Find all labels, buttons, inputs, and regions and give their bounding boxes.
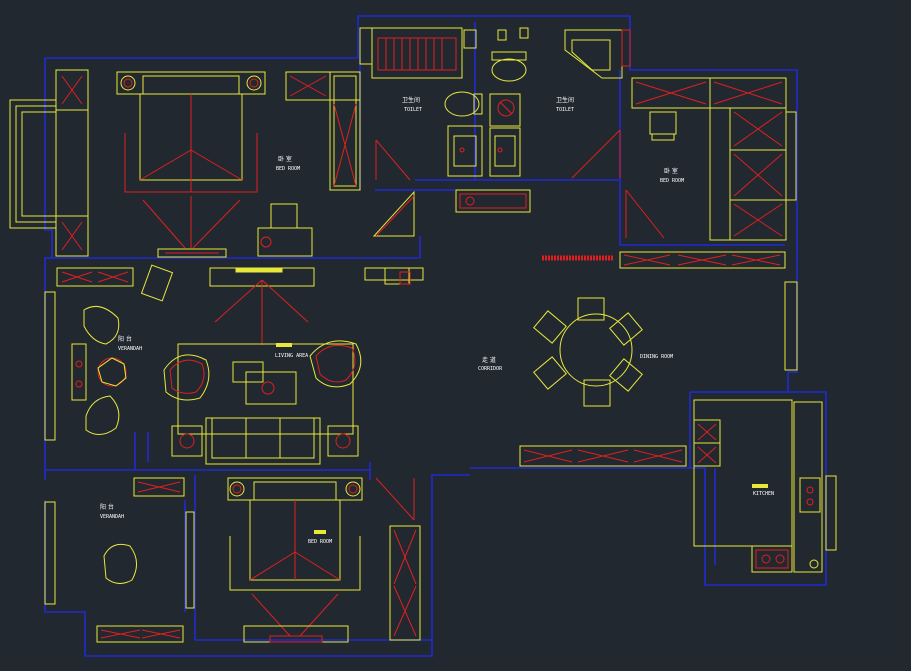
corridor-items	[209, 189, 614, 345]
bottom-bedroom-label: BED ROOM	[308, 539, 332, 545]
veranda-bottom-label-cn: 阳 台	[100, 503, 114, 511]
bottom-verandah	[44, 477, 195, 643]
right-bedroom-label-cn: 卧 室	[664, 167, 678, 175]
dining-room-label: DINING ROOM	[640, 354, 673, 360]
toilet-left-label-cn: 卫生间	[402, 96, 420, 104]
master-bedroom	[9, 69, 361, 258]
veranda-bottom-label-en: VERANDAH	[100, 514, 124, 520]
right-bedroom-label-en: BED ROOM	[660, 178, 684, 184]
veranda-top-label-en: VERANDAH	[118, 346, 142, 352]
master-bedroom-label-en: BED ROOM	[276, 166, 300, 172]
room-labels: 卧 室 BED ROOM 卫生间 TOILET 卫生间 TOILET 卧 室 B…	[100, 96, 774, 545]
corridor-label-cn: 走 道	[482, 356, 496, 364]
living-area	[44, 264, 362, 465]
living-area-label: LIVING AREA	[275, 353, 308, 359]
toilet-right-label-cn: 卫生间	[556, 96, 574, 104]
toilet-right-label-en: TOILET	[556, 107, 574, 113]
master-bedroom-label-cn: 卧 室	[278, 155, 292, 163]
corridor-label-en: CORRIDOR	[478, 366, 503, 372]
toilets	[359, 27, 631, 181]
dining-table	[533, 281, 798, 407]
kitchen	[519, 399, 837, 573]
right-bedroom	[619, 77, 797, 269]
bottom-bedroom	[227, 477, 421, 643]
kitchen-label: KITCHEN	[753, 491, 774, 497]
veranda-top-label-cn: 阳 台	[118, 335, 132, 343]
toilet-left-label-en: TOILET	[404, 107, 422, 113]
